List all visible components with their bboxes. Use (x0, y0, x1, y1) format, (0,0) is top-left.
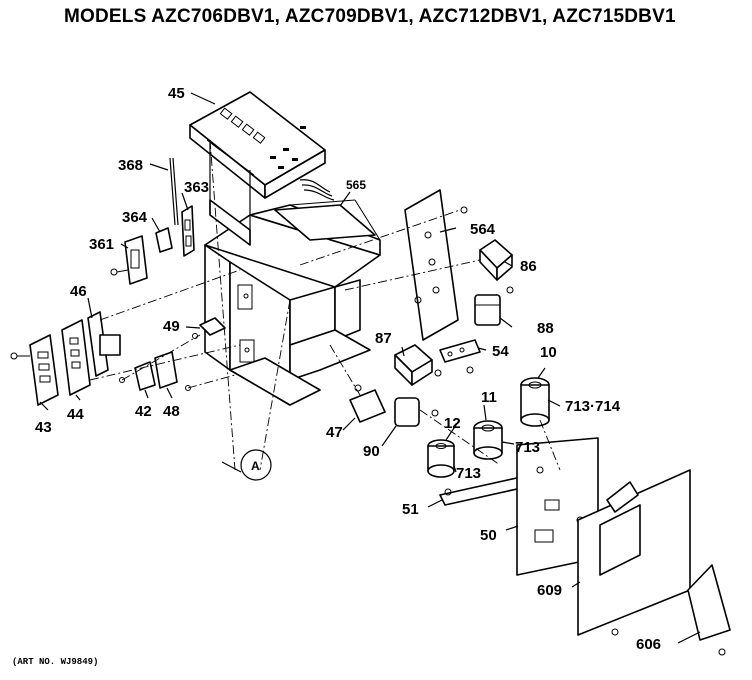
capacitor-part-11 (473, 420, 503, 460)
bracket-part-363 (181, 205, 195, 257)
rod-part-368 (169, 157, 179, 226)
relay-part-88 (474, 294, 501, 326)
callout-609: 609 (537, 582, 562, 599)
reference-marker-label: A (251, 459, 260, 473)
callout-88: 88 (537, 320, 554, 337)
callout-713-lower: 713 (456, 465, 481, 482)
control-panel-part-45 (189, 91, 335, 201)
callout-47: 47 (326, 424, 343, 441)
clip-part-364 (155, 227, 173, 253)
clip-part-49 (192, 317, 226, 339)
cover-part-606 (687, 564, 731, 656)
callout-713-upper: 713 (515, 439, 540, 456)
main-chassis-bracket (204, 140, 381, 406)
switch-assembly-parts-43-44-46 (10, 311, 121, 406)
mounting-plate-part-564 (404, 189, 468, 341)
leader-lines (39, 92, 701, 644)
callout-564: 564 (470, 221, 496, 238)
relay-part-86 (479, 239, 514, 294)
bracket-part-361 (110, 235, 148, 285)
relay-part-90 (394, 397, 439, 427)
callout-50: 50 (480, 527, 497, 544)
capacitor-part-10 (520, 377, 550, 427)
callout-87: 87 (375, 330, 392, 347)
bracket-part-54 (439, 339, 481, 374)
callout-54: 54 (492, 343, 509, 360)
callout-45: 45 (168, 85, 185, 102)
clip-part-42 (119, 361, 156, 391)
callout-12: 12 (444, 415, 461, 432)
callout-86: 86 (520, 258, 537, 275)
callout-90: 90 (363, 443, 380, 460)
callout-11: 11 (481, 389, 497, 406)
callout-361: 361 (89, 236, 114, 253)
callout-363: 363 (184, 179, 209, 196)
callout-713-714: 713·714 (565, 398, 621, 415)
callout-48: 48 (163, 403, 180, 420)
callout-368: 368 (118, 157, 143, 174)
callout-49: 49 (163, 318, 180, 335)
callout-42: 42 (135, 403, 152, 420)
callout-10: 10 (540, 344, 557, 361)
relay-part-87 (394, 344, 442, 386)
reference-marker-a: A (221, 449, 272, 481)
page-title: MODELS AZC706DBV1, AZC709DBV1, AZC712DBV… (64, 6, 676, 27)
callout-565: 565 (346, 178, 366, 192)
callout-51: 51 (402, 501, 419, 518)
callout-364: 364 (122, 209, 148, 226)
callout-606: 606 (636, 636, 661, 653)
art-number: (ART NO. WJ9849) (12, 657, 99, 667)
callout-43: 43 (35, 419, 52, 436)
callout-labels: 45 368 363 364 361 565 564 86 88 46 49 8… (35, 85, 661, 653)
callout-44: 44 (67, 406, 84, 423)
bracket-part-47 (349, 384, 386, 423)
callout-46: 46 (70, 283, 87, 300)
cover-plate-part-609 (577, 469, 691, 636)
capacitor-part-12 (427, 439, 455, 478)
